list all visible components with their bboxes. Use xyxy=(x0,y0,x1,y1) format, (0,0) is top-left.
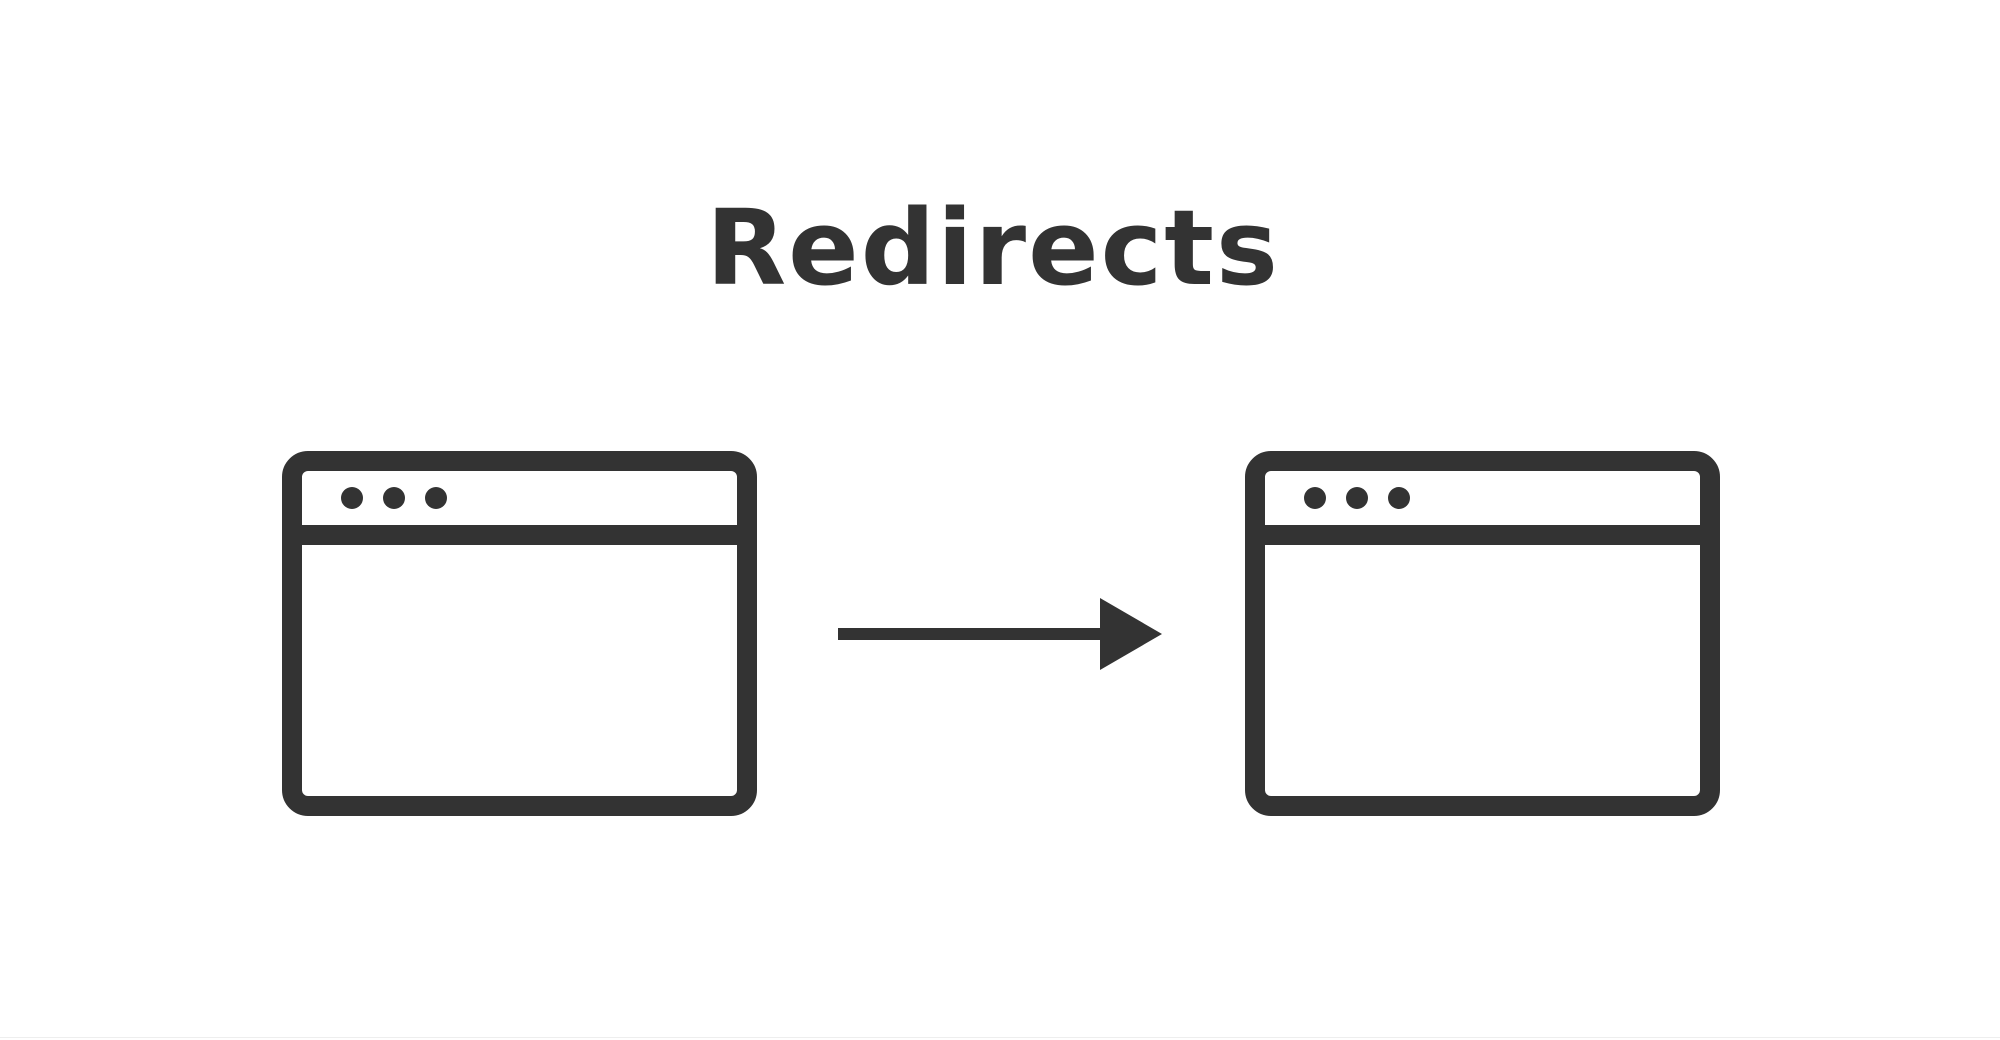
right-arrow-icon xyxy=(838,598,1162,670)
source-browser-window-icon xyxy=(282,451,757,816)
bottom-divider xyxy=(0,1037,2000,1038)
window-dot-icon xyxy=(1346,487,1368,509)
window-dot-icon xyxy=(1304,487,1326,509)
window-dot-icon xyxy=(425,487,447,509)
window-dot-icon xyxy=(383,487,405,509)
window-dot-icon xyxy=(341,487,363,509)
target-browser-window-icon xyxy=(1245,451,1720,816)
window-dot-icon xyxy=(1388,487,1410,509)
diagram-title: Redirects xyxy=(706,187,1280,309)
